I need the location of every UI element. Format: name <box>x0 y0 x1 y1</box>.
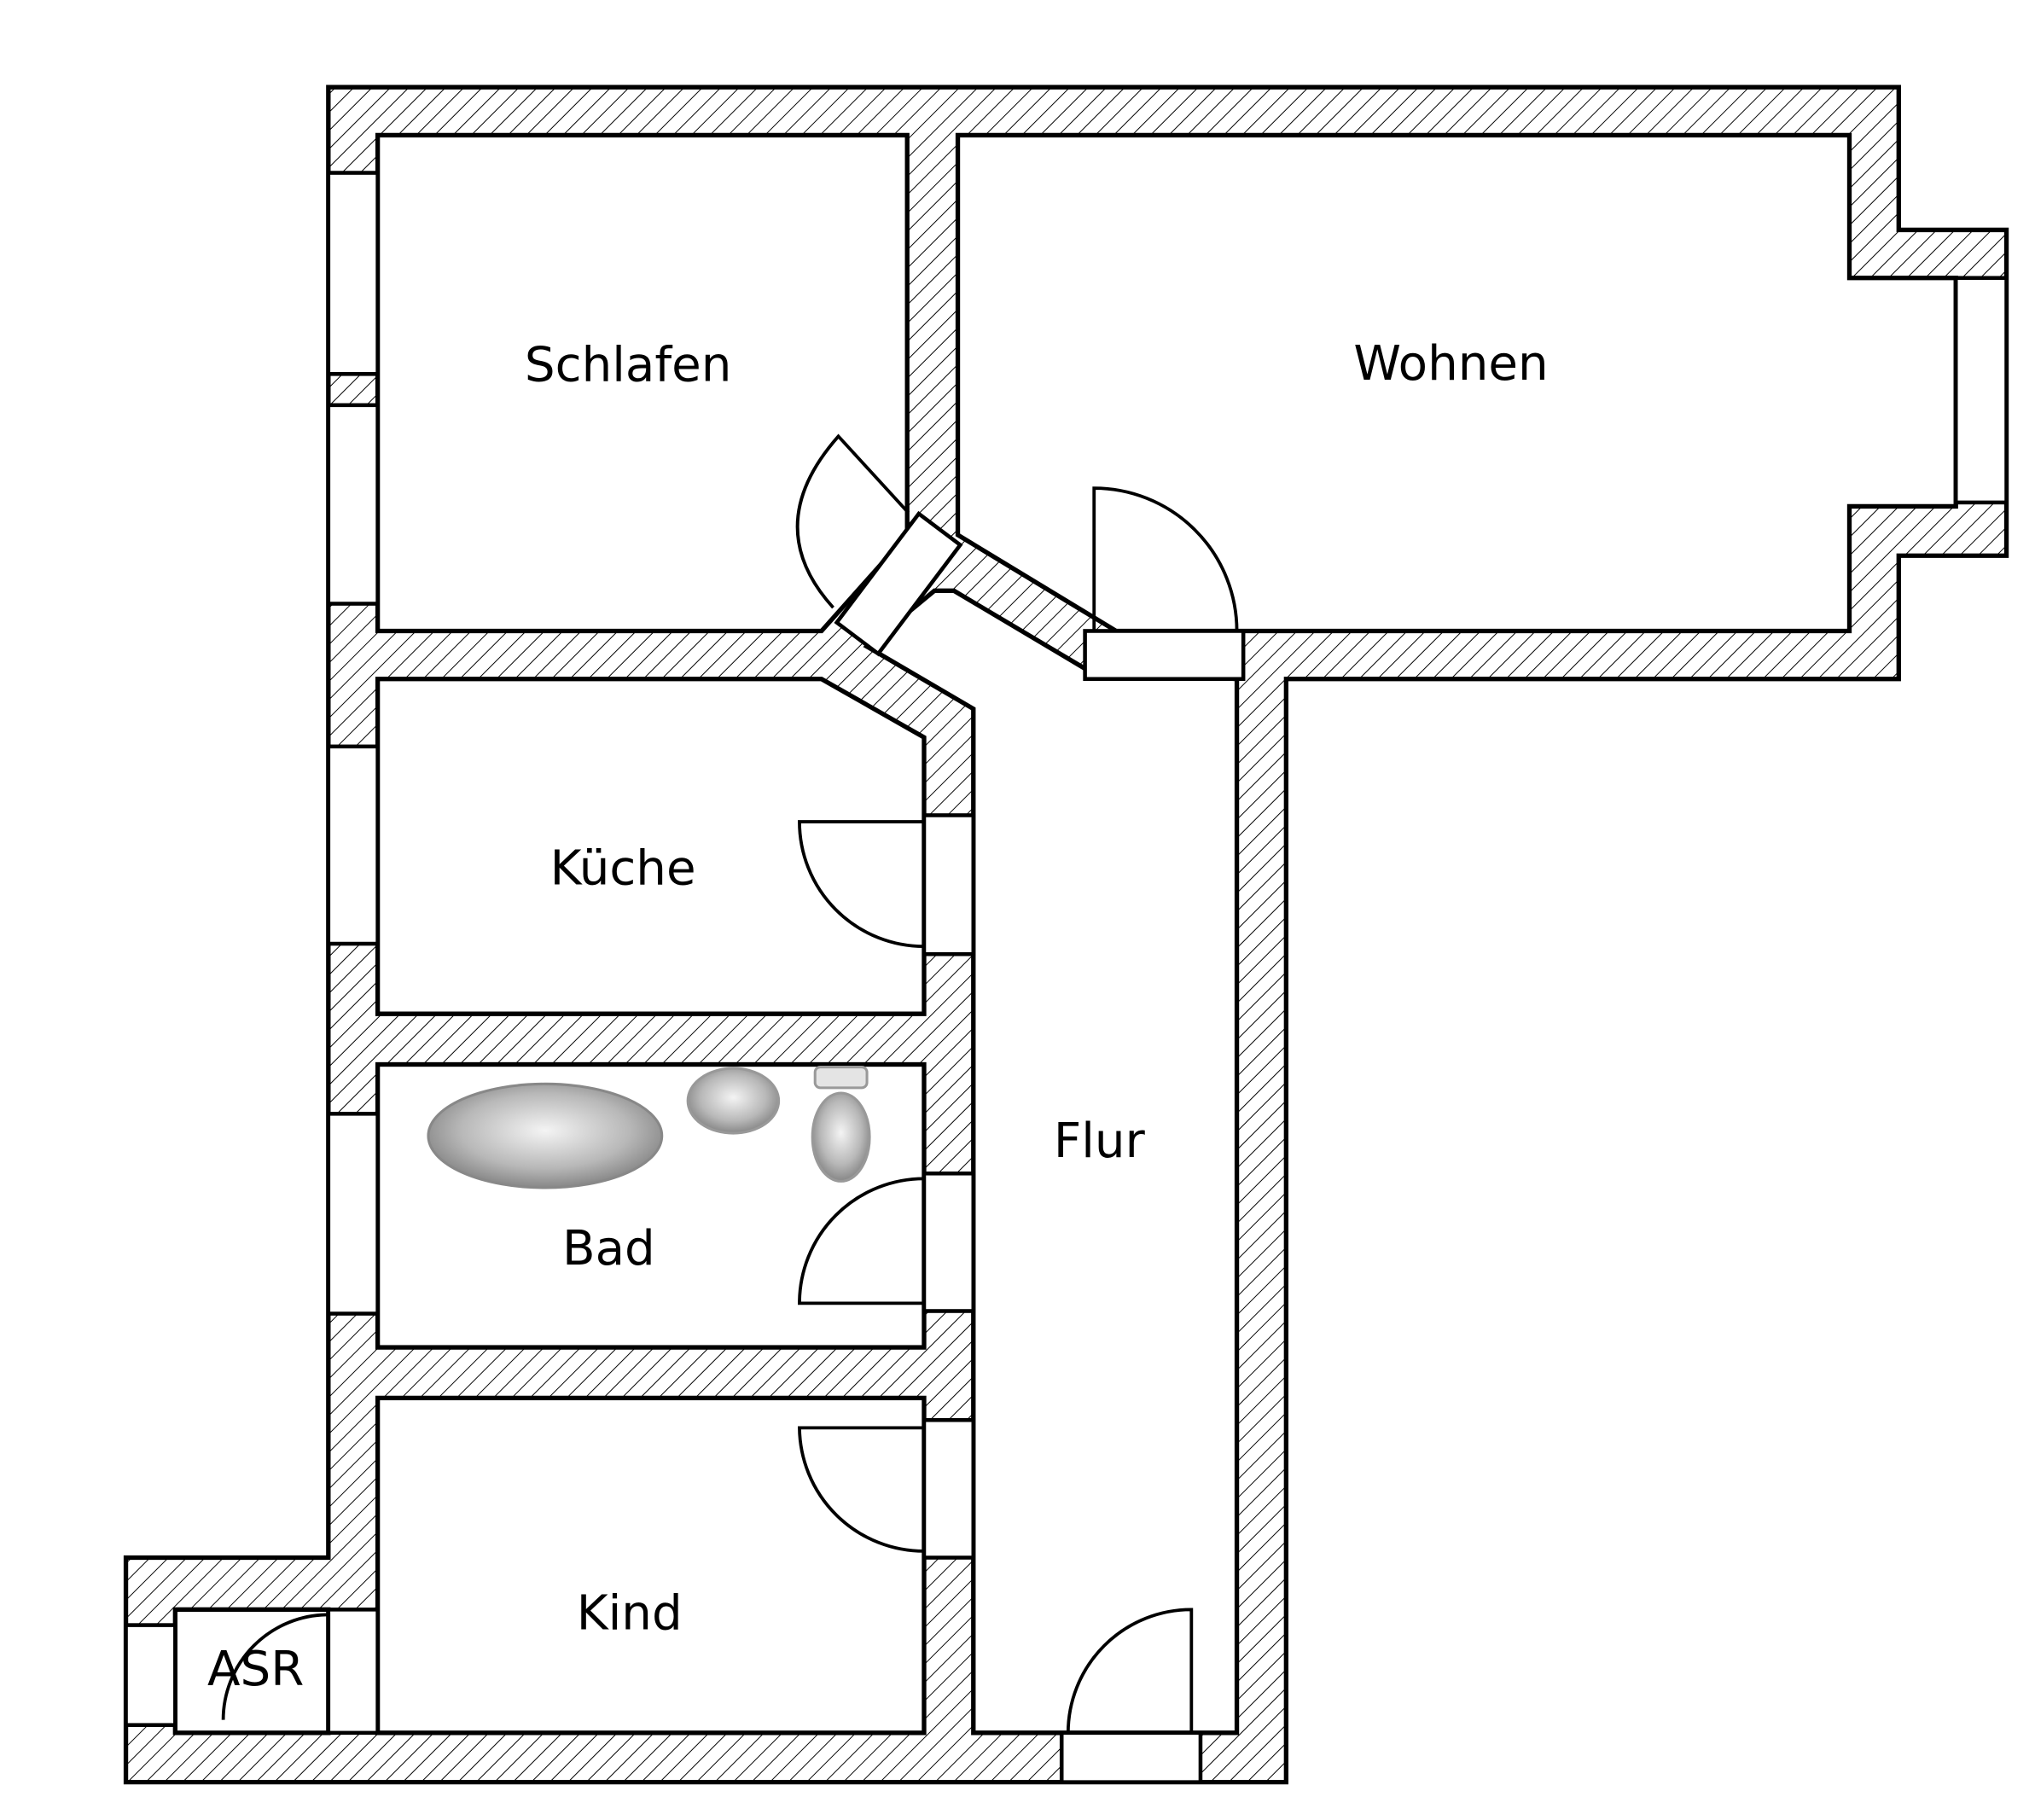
door-swing-asr <box>221 1613 330 1720</box>
door-opening <box>1059 1730 1203 1784</box>
label-kind: Kind <box>577 1586 683 1642</box>
door-opening <box>834 510 963 657</box>
door-opening <box>326 1608 380 1736</box>
sink-icon <box>686 1067 781 1135</box>
door-opening <box>1083 629 1246 682</box>
label-schlafen: Schlafen <box>525 337 732 392</box>
label-flur: Flur <box>1054 1114 1146 1169</box>
label-asr: ASR <box>207 1642 304 1697</box>
label-wohnen: Wohnen <box>1353 336 1548 392</box>
label-bad: Bad <box>562 1221 655 1276</box>
window <box>124 1623 177 1727</box>
toilet-icon <box>811 1091 871 1183</box>
door-swing-wohnen <box>1092 486 1239 631</box>
door-opening <box>922 1417 976 1560</box>
door-swing-schlafen <box>795 433 910 609</box>
door-opening <box>922 813 976 957</box>
door-swing-flur <box>1066 1608 1194 1733</box>
door-swing-kueche <box>798 820 924 948</box>
label-kueche: Küche <box>550 840 696 896</box>
bathtub-icon <box>427 1082 664 1189</box>
toilet-tank-icon <box>813 1066 869 1090</box>
window <box>326 1112 380 1316</box>
window <box>326 403 380 606</box>
room-wohnen <box>955 132 1958 634</box>
room-kind <box>375 1395 927 1736</box>
door-swing-bad <box>798 1177 924 1305</box>
door-opening <box>922 1171 976 1313</box>
window <box>1953 276 2009 505</box>
door-swing-kind <box>798 1426 924 1553</box>
window <box>326 744 380 946</box>
window <box>326 171 380 376</box>
